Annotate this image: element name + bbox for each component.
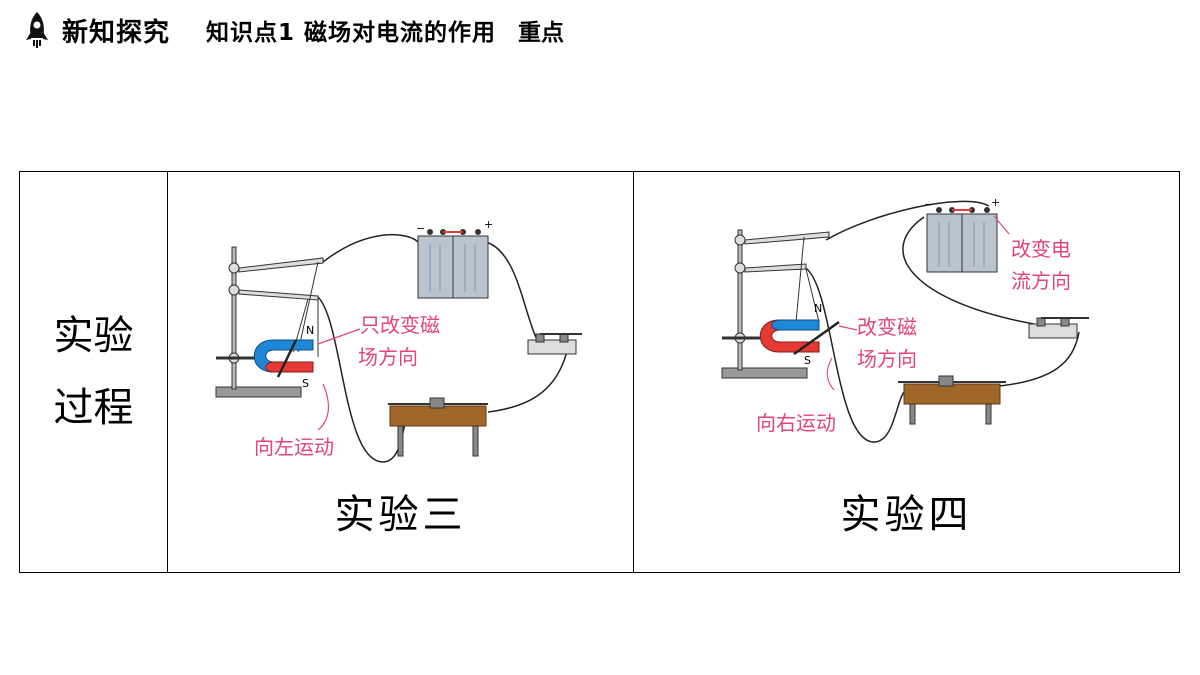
annotation-change-field-line2: 场方向 <box>358 345 418 369</box>
experiment3-apparatus-diagram: N S − + <box>215 218 582 463</box>
battery <box>926 207 998 273</box>
annotation-change-field-line2: 场方向 <box>857 347 917 371</box>
pole-n-label: N <box>306 324 314 337</box>
switch <box>527 333 582 355</box>
conductor-rod <box>276 339 298 378</box>
annotation-change-current-line1: 改变电 <box>1011 237 1071 261</box>
pole-n-label: N <box>814 302 822 315</box>
iron-stand <box>215 246 324 398</box>
wire <box>825 200 990 241</box>
annotation-change-field-line1: 只改变磁 <box>360 313 440 337</box>
wire <box>485 241 539 343</box>
pole-s-label: S <box>804 354 811 367</box>
rheostat <box>898 375 1006 425</box>
wire <box>988 331 1080 388</box>
experiment4-caption: 实验四 <box>840 492 973 538</box>
annotation-motion: 向左运动 <box>254 435 334 459</box>
iron-stand <box>721 229 830 379</box>
battery-plus-label: + <box>991 196 1000 209</box>
battery-plus-label: + <box>484 218 493 231</box>
experiment4-apparatus-diagram: N S − + <box>721 196 1089 443</box>
motion-arrow <box>317 383 330 431</box>
battery-minus-label: − <box>924 198 933 211</box>
annotation-change-field-line1: 改变磁 <box>857 315 917 339</box>
row-label-line1: 实验 <box>53 313 134 359</box>
wire <box>487 346 569 413</box>
rheostat <box>388 397 488 457</box>
battery-minus-label: − <box>416 222 425 235</box>
topic-title: 知识点1 磁场对电流的作用 <box>206 20 497 46</box>
horseshoe-magnet <box>759 319 840 356</box>
experiment3-cell: N S − + <box>168 172 634 572</box>
conductor-rod <box>793 320 840 356</box>
experiment3-caption: 实验三 <box>334 492 467 538</box>
annotation-motion: 向右运动 <box>756 411 836 435</box>
slide-header: 新知探究 知识点1 磁场对电流的作用 重点 <box>22 10 564 50</box>
annotation-change-current-line2: 流方向 <box>1011 269 1071 293</box>
row-label-cell: 实验 过程 <box>20 172 168 572</box>
battery <box>417 229 489 299</box>
motion-arrow <box>826 357 835 391</box>
experiment-table: 实验 过程 <box>19 171 1180 573</box>
rocket-icon <box>26 12 48 48</box>
wire <box>803 266 905 443</box>
wire <box>322 233 419 263</box>
section-title: 新知探究 <box>62 17 171 48</box>
wire <box>902 216 1035 325</box>
experiment4-cell: N S − + <box>634 172 1179 572</box>
horseshoe-magnet <box>253 339 314 378</box>
pole-s-label: S <box>302 377 309 390</box>
key-point-tag: 重点 <box>518 20 565 46</box>
switch <box>1028 317 1089 339</box>
row-label-line2: 过程 <box>53 385 134 431</box>
